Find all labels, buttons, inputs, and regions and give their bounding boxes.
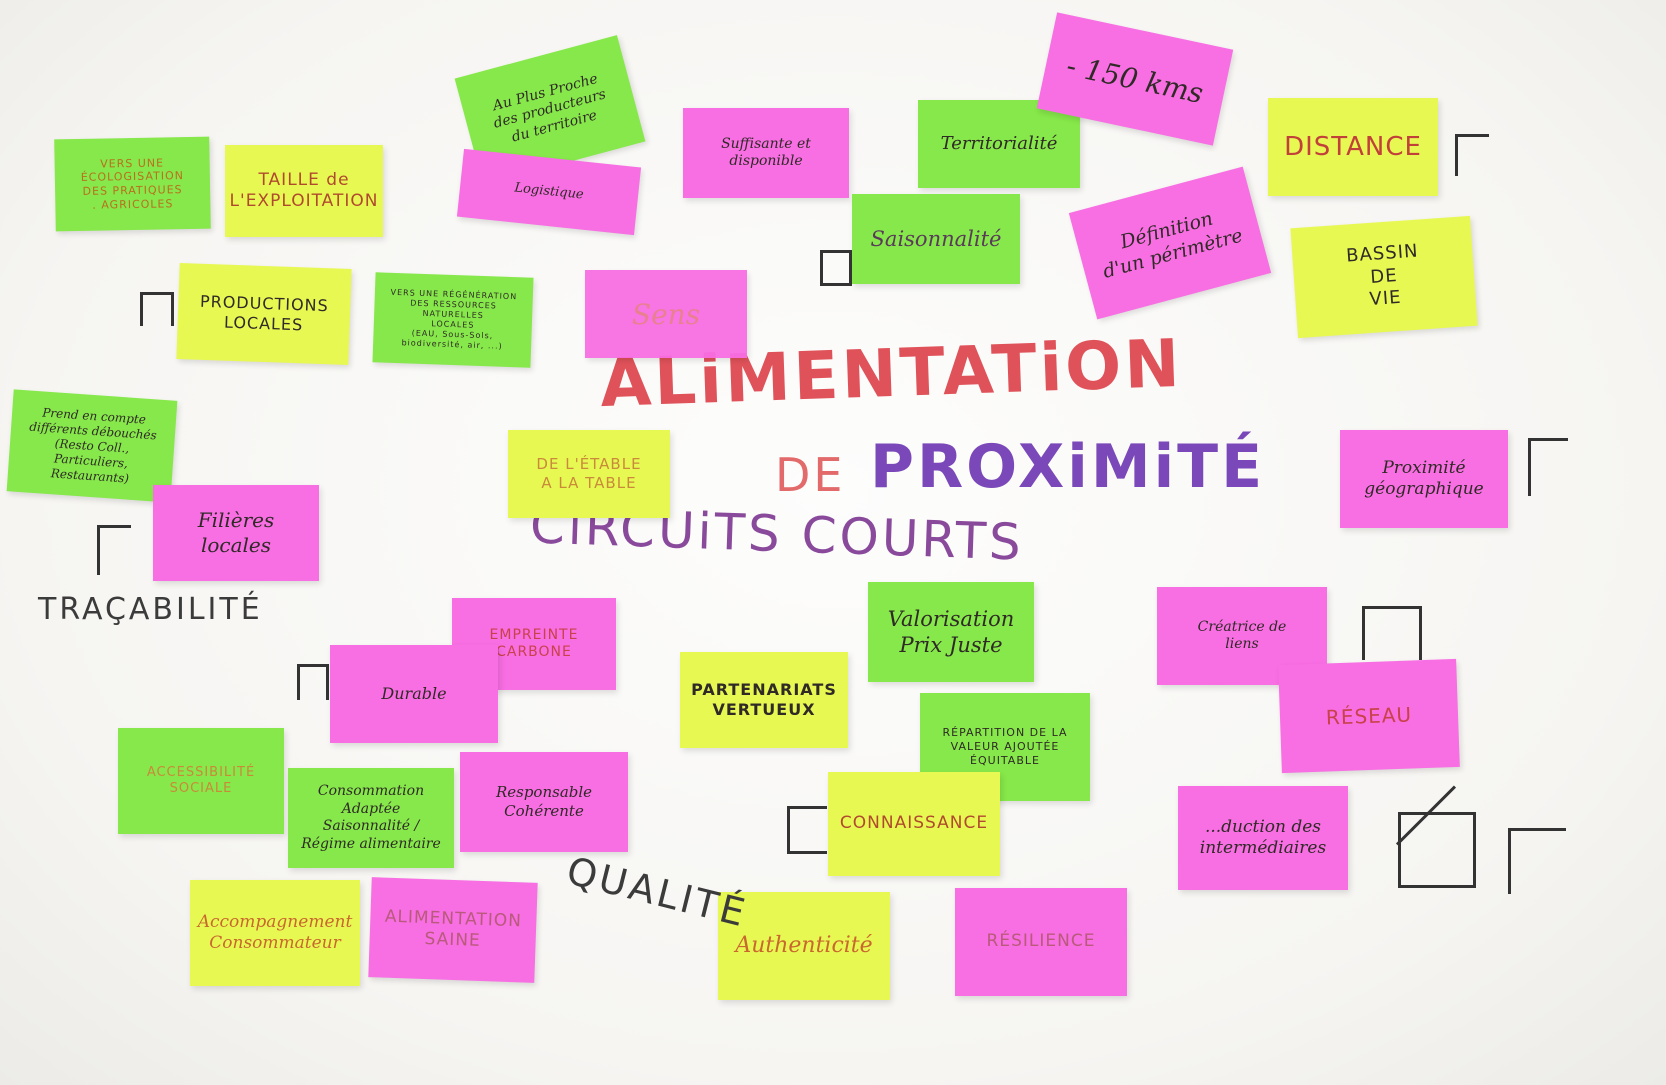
- checkbox-mark: [297, 664, 329, 700]
- note-responsable: Responsable Cohérente: [460, 752, 628, 852]
- title-de: DE: [775, 448, 846, 502]
- note-reduction-intermediaires: ...duction des intermédiaires: [1178, 786, 1348, 890]
- note-repartition-valeur: RÉPARTITION DE LA VALEUR AJOUTÉE ÉQUITAB…: [920, 693, 1090, 801]
- checkbox-mark: [1528, 438, 1568, 496]
- note-territorialite: Territorialité: [918, 100, 1080, 188]
- note-taille-exploitation: TAILLE de L'EXPLOITATION: [225, 145, 383, 237]
- note-reseau: RÉSEAU: [1278, 658, 1460, 774]
- note-durable: Durable: [330, 645, 498, 743]
- checkbox-mark: [97, 525, 131, 575]
- handwritten-tracabilite: TRAÇABILITÉ: [38, 592, 263, 627]
- checkbox-mark: [140, 292, 174, 326]
- note-bassin-de-vie: BASSIN DE VIE: [1290, 215, 1478, 339]
- note-filieres-locales: Filières locales: [153, 485, 319, 581]
- note-distance: DISTANCE: [1268, 98, 1438, 196]
- note-saisonnalite: Saisonnalité: [852, 194, 1020, 284]
- note-logistique: Logistique: [456, 148, 642, 236]
- note-etable-table: DE L'ÉTABLE A LA TABLE: [508, 430, 670, 518]
- note-authenticite: Authenticité: [718, 892, 890, 1000]
- note-consommation-adaptee: Consommation Adaptée Saisonnalité / Régi…: [288, 768, 454, 868]
- checkbox-mark: [820, 250, 852, 286]
- note-accessibilite-sociale: ACCESSIBILITÉ SOCIALE: [118, 728, 284, 834]
- note-resilience: RÉSILIENCE: [955, 888, 1127, 996]
- note-regeneration: VERS UNE RÉGÉNÉRATION DES RESSOURCES NAT…: [372, 272, 534, 368]
- note-ecologisation: VERS UNE ÉCOLOGISATION DES PRATIQUES . A…: [54, 136, 211, 232]
- note-alimentation-saine: ALIMENTATION SAINE: [368, 877, 538, 983]
- checkbox-mark: [1508, 828, 1566, 894]
- note-partenariats: PARTENARIATS VERTUEUX: [680, 652, 848, 748]
- title-proximite: PROXiMiTÉ: [870, 432, 1266, 502]
- handwritten-qualite: QUALITÉ: [562, 848, 752, 936]
- checkbox-mark: [787, 806, 827, 854]
- checkbox-mark: [1455, 134, 1489, 176]
- note-productions-locales: PRODUCTIONS LOCALES: [176, 263, 352, 365]
- note-connaissance: CONNAISSANCE: [828, 772, 1000, 876]
- note-valorisation: Valorisation Prix Juste: [868, 582, 1034, 682]
- checkbox-checked-mark: [1398, 812, 1476, 888]
- note-accompagnement: Accompagnement Consommateur: [190, 880, 360, 986]
- note-definition-perimetre: Définition d'un périmètre: [1068, 166, 1272, 320]
- note-proximite-geographique: Proximité géographique: [1340, 430, 1508, 528]
- note-suffisante: Suffisante et disponible: [683, 108, 849, 198]
- checkbox-mark: [1362, 606, 1422, 660]
- note-sens: Sens: [585, 270, 747, 358]
- note-prend-en-compte: Prend en compte différents débouchés (Re…: [6, 389, 178, 503]
